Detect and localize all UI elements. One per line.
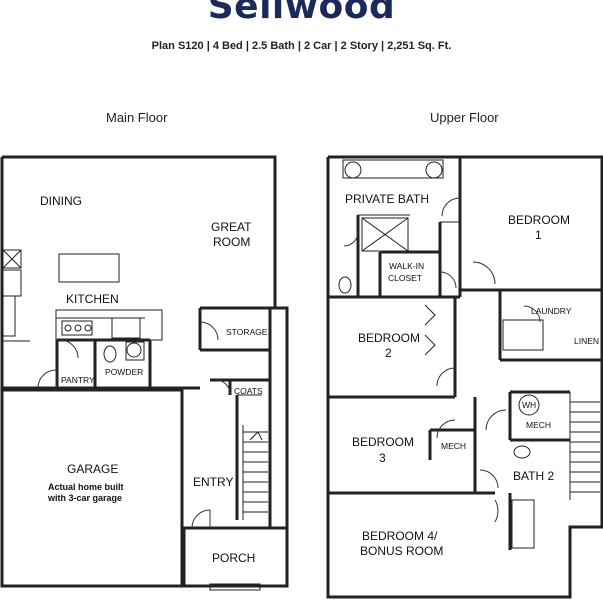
bedroom-2-label-line1: BEDROOM <box>358 331 420 345</box>
main-floor-plan: DINING GREAT ROOM KITCHEN STORAGE PANTRY… <box>0 155 289 591</box>
bath-2-label: BATH 2 <box>513 469 554 483</box>
garage-note-line2: with 3-car garage <box>47 493 122 503</box>
bedroom-4-label-line2: BONUS ROOM <box>360 544 443 558</box>
powder-label: POWDER <box>105 367 143 377</box>
plan-title: Sellwood <box>207 0 396 27</box>
upper-floor-label: Upper Floor <box>430 110 499 125</box>
bedroom-3-label-line2: 3 <box>379 451 386 465</box>
kitchen-label: KITCHEN <box>66 292 119 306</box>
water-heater-label: WH <box>522 400 536 410</box>
bedroom-1-label-line2: 1 <box>535 228 542 242</box>
coats-label: COATS <box>234 386 263 396</box>
laundry-label: LAUNDRY <box>531 306 572 316</box>
garage-label: GARAGE <box>67 462 118 476</box>
garage-note-line1: Actual home built <box>48 482 124 492</box>
great-room-label-line2: ROOM <box>213 235 250 249</box>
plan-specs: Plan S120 | 4 Bed | 2.5 Bath | 2 Car | 2… <box>151 40 452 52</box>
bedroom-3-label-line1: BEDROOM <box>352 435 414 449</box>
walkin-label-line1: WALK-IN <box>389 261 424 271</box>
main-floor-label: Main Floor <box>106 110 168 125</box>
upper-floor-plan: PRIVATE BATH WALK-IN CLOSET BEDROOM 1 LA… <box>326 155 603 599</box>
great-room-label-line1: GREAT <box>211 220 252 234</box>
storage-label: STORAGE <box>226 327 268 337</box>
porch-label: PORCH <box>212 551 255 565</box>
linen-label: LINEN <box>574 336 599 346</box>
walkin-label-line2: CLOSET <box>388 273 422 283</box>
bedroom-4-label-line1: BEDROOM 4/ <box>362 529 438 543</box>
mech-label-upper: MECH <box>526 420 551 430</box>
entry-label: ENTRY <box>193 475 233 489</box>
mech-label-bedroom3: MECH <box>441 441 466 451</box>
private-bath-label: PRIVATE BATH <box>345 192 429 206</box>
bedroom-2-label-line2: 2 <box>385 346 392 360</box>
dining-label: DINING <box>40 194 82 208</box>
pantry-label: PANTRY <box>61 375 95 385</box>
bedroom-1-label-line1: BEDROOM <box>508 213 570 227</box>
